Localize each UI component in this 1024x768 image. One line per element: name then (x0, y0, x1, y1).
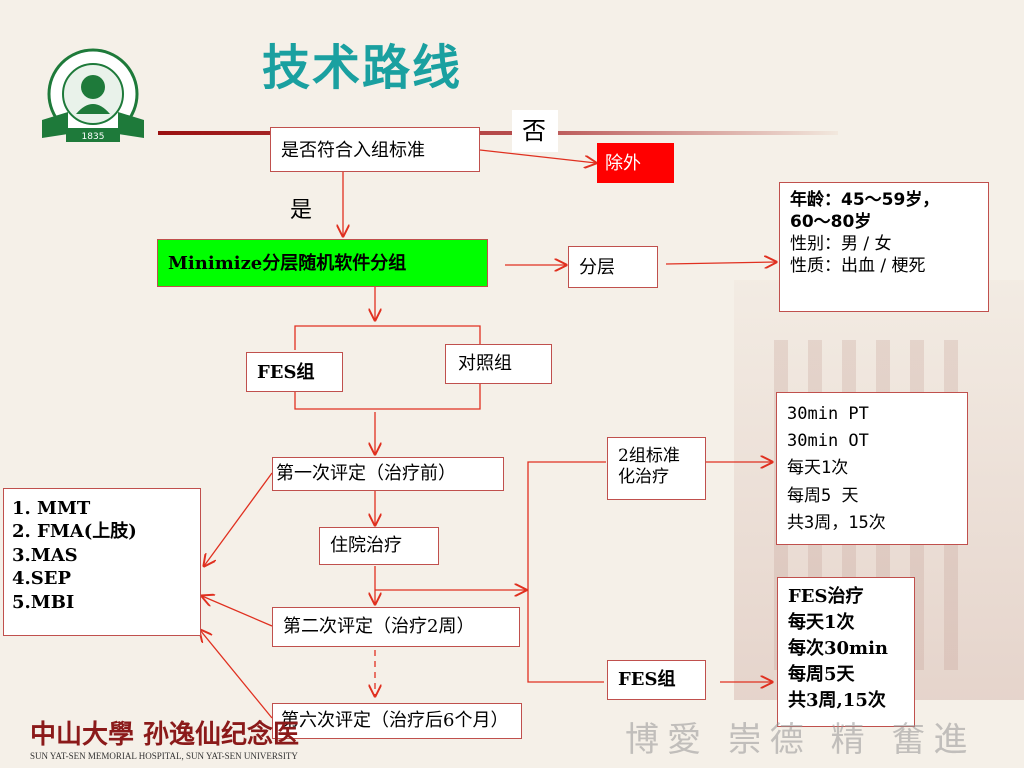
logo-year: 1835 (82, 132, 105, 142)
assessment-item: 2. FMA(上肢) (12, 521, 137, 543)
standard-treatment-box: 2组标准 化治疗 (607, 437, 706, 500)
eval6-text: 第六次评定（治疗后6个月） (281, 710, 509, 731)
standard-detail-box: 30min PT 30min OT 每天1次 每周5 天 共3周，15次 (776, 392, 968, 545)
stratify-box: 分层 (568, 246, 658, 288)
eval2-text: 第二次评定（治疗2周） (283, 616, 475, 637)
fes-detail-line: 每周5天 (788, 664, 855, 686)
assessments-box: 1. MMT 2. FMA(上肢) 3.MAS 4.SEP 5.MBI (3, 488, 201, 636)
standard-treatment-line: 2组标准 (618, 446, 680, 466)
footer-en-name: SUN YAT-SEN MEMORIAL HOSPITAL, SUN YAT-S… (30, 751, 298, 761)
standard-detail-line: 共3周，15次 (787, 512, 886, 533)
no-label: 否 (522, 117, 546, 145)
no-label-box: 否 (512, 110, 558, 152)
strata-box: 年龄：45～59岁， 60～80岁 性别：男 / 女 性质：出血 / 梗死 (779, 182, 989, 312)
inclusion-criteria-text: 是否符合入组标准 (281, 140, 425, 161)
eval1-box: 第一次评定（治疗前） (272, 457, 504, 491)
assessment-item: 3.MAS (12, 544, 78, 566)
arrow-eval6-to-assessments (200, 630, 273, 719)
fes-detail-line: FES治疗 (788, 586, 864, 607)
assessment-item: 5.MBI (12, 591, 75, 613)
fes-detail-box: FES治疗 每天1次 每次30min 每周5天 共3周,15次 (777, 577, 915, 727)
standard-detail-line: 每周5 天 (787, 485, 859, 506)
standard-detail-line: 30min PT (787, 404, 869, 424)
hospital-logo: 1835 (42, 48, 144, 142)
slide-title: 技术路线 (262, 40, 463, 96)
fes-group-box: FES组 (246, 352, 343, 392)
randomize-text: Minimize分层随机软件分组 (168, 253, 407, 274)
exclude-box: 除外 (597, 143, 674, 183)
standard-treatment-line: 化治疗 (618, 467, 669, 488)
footer-hospital-name: 中山大學 孙逸仙纪念医 SUN YAT-SEN MEMORIAL HOSPITA… (30, 714, 299, 761)
motto-watermark: 博愛 崇德 精 奮進 (625, 720, 976, 760)
eval6-box: 第六次评定（治疗后6个月） (272, 703, 522, 739)
strata-line-age1: 年龄：45～59岁， (790, 190, 940, 210)
assessment-item: 4.SEP (12, 568, 72, 590)
inpatient-box: 住院治疗 (319, 527, 439, 565)
arrow-eval1-to-assessments (204, 472, 273, 566)
eval1-text: 第一次评定（治疗前） (276, 463, 456, 484)
exclude-text: 除外 (605, 153, 641, 174)
fes-group2-text: FES组 (618, 669, 676, 690)
standard-detail-line: 30min OT (787, 431, 869, 452)
yes-label: 是 (290, 198, 313, 223)
arrow-to-exclude (479, 149, 596, 163)
treatment-bracket (527, 461, 606, 683)
strata-line-sex: 性别：男 / 女 (790, 234, 892, 255)
assessment-item: 1. MMT (12, 498, 91, 519)
inpatient-text: 住院治疗 (330, 535, 402, 556)
fes-group-text: FES组 (257, 362, 315, 383)
fes-detail-line: 共3周,15次 (788, 690, 886, 712)
arrow-to-strata (665, 262, 776, 264)
title-underline (158, 131, 838, 135)
group-bracket-top (294, 325, 481, 350)
stratify-text: 分层 (579, 257, 615, 278)
footer-cn-name: 中山大學 孙逸仙纪念医 (30, 720, 300, 750)
strata-line-type: 性质：出血 / 梗死 (790, 256, 926, 277)
strata-line-age2: 60～80岁 (790, 212, 872, 233)
fes-detail-line: 每天1次 (788, 612, 855, 634)
randomize-box: Minimize分层随机软件分组 (157, 239, 488, 287)
eval2-box: 第二次评定（治疗2周） (272, 607, 520, 647)
fes-detail-line: 每次30min (788, 638, 889, 660)
inclusion-criteria-box: 是否符合入组标准 (270, 127, 480, 172)
control-group-box: 对照组 (445, 344, 552, 384)
control-group-text: 对照组 (458, 353, 512, 374)
fes-group2-box: FES组 (607, 660, 706, 700)
arrow-eval2-to-assessments (202, 596, 273, 627)
group-bracket-bottom (294, 383, 481, 410)
standard-detail-line: 每天1次 (787, 458, 849, 479)
